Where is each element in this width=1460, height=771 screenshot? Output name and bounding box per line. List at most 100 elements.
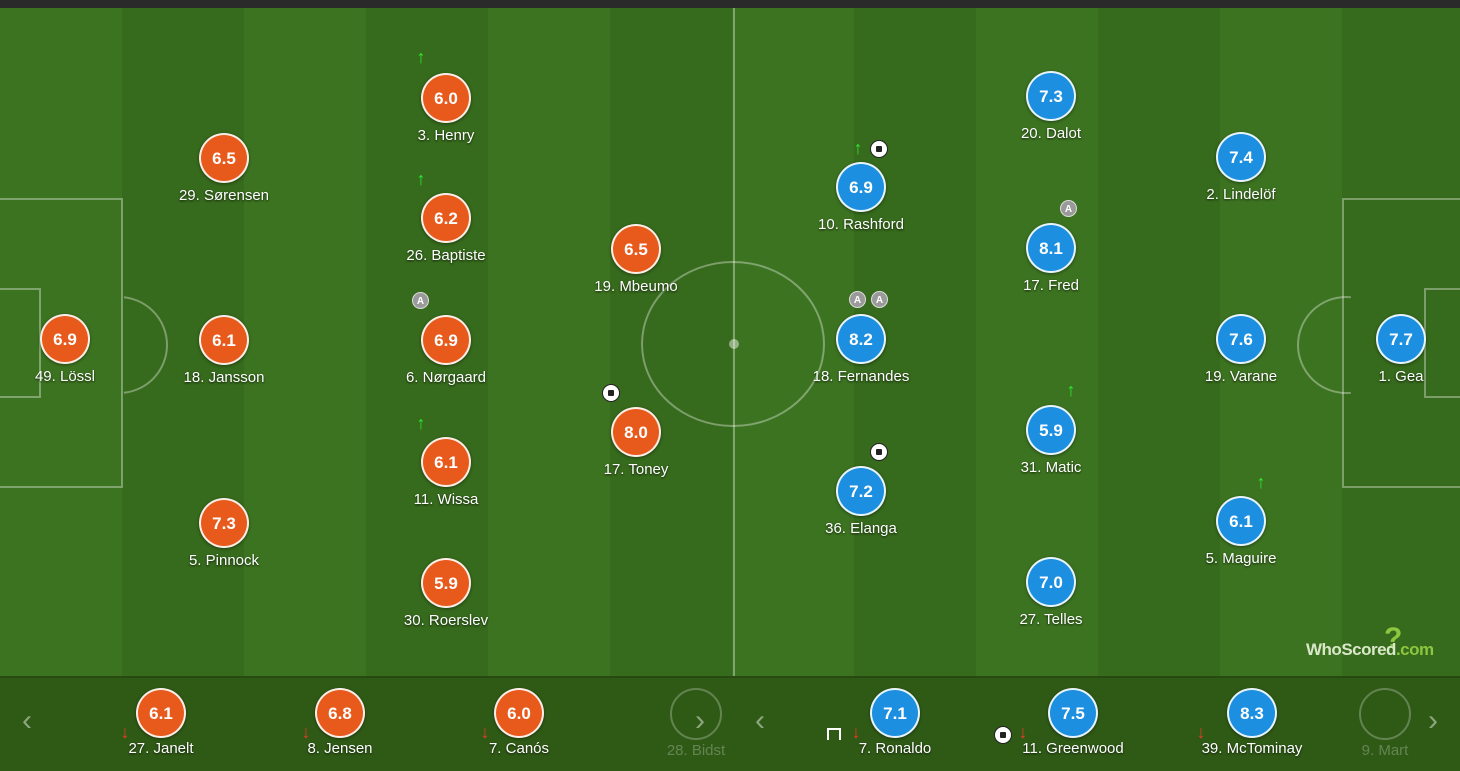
player-name: 17. Fred [1023,277,1079,294]
player-name: 18. Fernandes [812,368,910,385]
player-card[interactable]: 8.1 17. Fred [986,223,1116,294]
whoscored-logo-mark: ? [1384,622,1403,655]
player-name: 17. Toney [603,461,669,478]
ball-icon [602,384,620,402]
arrow-up-icon: ↑ [853,138,863,158]
arrow-down-icon: ↓ [120,722,130,742]
rating-badge: 8.2 [836,314,886,364]
player-name: 11. Greenwood [1022,740,1124,757]
player-name: 20. Dalot [1020,125,1082,142]
chevron-left-icon[interactable]: ‹ [755,704,765,737]
player-card[interactable]: 7.3 5. Pinnock [159,498,289,569]
player-name: 18. Jansson [183,369,265,386]
player-name: 1. Gea [1378,368,1424,385]
substitutes-bar: ‹ › ‹ › 6.1 27. Janelt ↓ 6.8 8. Jensen ↓… [0,676,1460,771]
player-card[interactable]: 6.9 10. Rashford [796,162,926,233]
player-name: 7. Ronaldo [858,740,932,757]
ball-icon [994,726,1012,744]
player-card[interactable]: 7.7 1. Gea [1336,314,1460,385]
rating-badge: 6.0 [421,73,471,123]
player-card[interactable]: 6.1 18. Jansson [159,315,289,386]
rating-badge: 7.6 [1216,314,1266,364]
substitute-card[interactable]: 6.8 8. Jensen [265,688,415,757]
rating-badge: 7.4 [1216,132,1266,182]
arrow-up-icon: ↑ [416,169,426,189]
player-card[interactable]: 7.3 20. Dalot [986,71,1116,142]
player-name: 7. Canós [488,740,550,757]
rating-badge: 7.5 [1048,688,1098,738]
assist-icon: A [1060,200,1077,217]
player-name: 39. McTominay [1201,740,1303,757]
substitute-card[interactable]: 28. Bidst [621,688,771,759]
player-name: 27. Janelt [128,740,194,757]
rating-badge: 6.1 [199,315,249,365]
rating-badge: 6.1 [1216,496,1266,546]
assist-icon: A [849,291,866,308]
player-card[interactable]: 6.1 11. Wissa [381,437,511,508]
player-card[interactable]: 5.9 30. Roerslev [381,558,511,629]
player-name: 8. Jensen [307,740,373,757]
substitute-card[interactable]: 9. Mart [1310,688,1460,759]
chevron-right-icon[interactable]: › [1428,704,1438,737]
center-circle [641,261,825,427]
player-name: 31. Matic [1020,459,1082,476]
player-name: 27. Telles [1019,611,1083,628]
player-card[interactable]: 6.9 49. Lössl [0,314,130,385]
divider [0,676,1460,678]
player-card[interactable]: 8.2 18. Fernandes [796,314,926,385]
rating-badge: 6.9 [836,162,886,212]
player-card[interactable]: 7.4 2. Lindelöf [1176,132,1306,203]
chevron-left-icon[interactable]: ‹ [22,704,32,737]
rating-badge: 7.0 [1026,557,1076,607]
rating-badge: 8.1 [1026,223,1076,273]
arrow-down-icon: ↓ [480,722,490,742]
player-card[interactable]: 6.0 3. Henry [381,73,511,144]
player-name: 10. Rashford [818,216,904,233]
rating-badge: 6.1 [136,688,186,738]
player-name: 2. Lindelöf [1206,186,1276,203]
left-penalty-box [0,198,123,488]
player-card[interactable]: 6.5 29. Sørensen [159,133,289,204]
player-name: 6. Nørgaard [405,369,487,386]
rating-badge: 6.2 [421,193,471,243]
arrow-down-icon: ↓ [1018,722,1028,742]
player-name: 19. Varane [1204,368,1278,385]
arrow-down-icon: ↓ [851,722,861,742]
arrow-up-icon: ↑ [416,47,426,67]
player-name: 9. Mart [1361,742,1409,759]
assist-icon: A [871,291,888,308]
player-name: 3. Henry [417,127,475,144]
substitute-card[interactable]: 6.0 7. Canós [444,688,594,757]
player-name: 28. Bidst [666,742,726,759]
player-card[interactable]: 6.5 19. Mbeumo [571,224,701,295]
rating-badge: 6.5 [199,133,249,183]
rating-badge: 5.9 [421,558,471,608]
player-name: 29. Sørensen [178,187,270,204]
logo-text: WhoScored [1306,640,1396,659]
center-spot [729,339,739,349]
substitute-card[interactable]: 6.1 27. Janelt [86,688,236,757]
whoscored-logo[interactable]: WhoScored.com [1306,640,1434,660]
rating-badge: 7.3 [1026,71,1076,121]
rating-badge: 7.2 [836,466,886,516]
player-card[interactable]: 7.0 27. Telles [986,557,1116,628]
player-card[interactable]: 5.9 31. Matic [986,405,1116,476]
player-name: 36. Elanga [825,520,897,537]
substitute-card[interactable]: 7.5 11. Greenwood [998,688,1148,757]
rating-badge [670,688,722,740]
player-card[interactable]: 6.9 6. Nørgaard [381,315,511,386]
player-card[interactable]: 7.6 19. Varane [1176,314,1306,385]
rating-badge: 5.9 [1026,405,1076,455]
player-name: 5. Maguire [1205,550,1277,567]
substitute-card[interactable]: 7.1 7. Ronaldo [820,688,970,757]
substitute-card[interactable]: 8.3 39. McTominay [1177,688,1327,757]
player-card[interactable]: 6.2 26. Baptiste [381,193,511,264]
player-card[interactable]: 8.0 17. Toney [571,407,701,478]
player-card[interactable]: 7.2 36. Elanga [796,466,926,537]
player-name: 11. Wissa [413,491,479,508]
pitch-stripe [1098,8,1220,676]
goal-post-icon [827,728,841,740]
arrow-down-icon: ↓ [301,722,311,742]
player-card[interactable]: 6.1 5. Maguire [1176,496,1306,567]
player-name: 30. Roerslev [403,612,489,629]
